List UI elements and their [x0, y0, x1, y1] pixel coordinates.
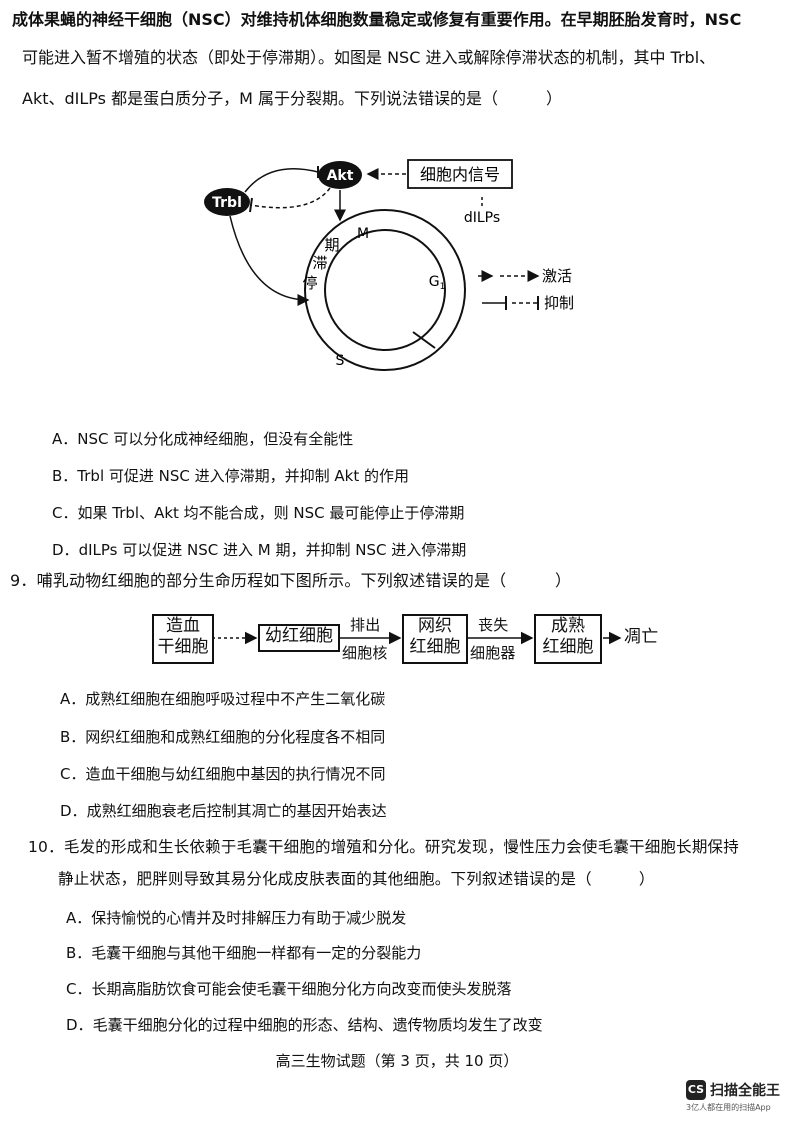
q8-option-c: C．如果 Trbl、Akt 均不能合成，则 NSC 最可能停止于停滞期: [52, 502, 464, 523]
flow-box-mature-rbc-line1: 成熟: [551, 616, 585, 636]
q8-option-b: B．Trbl 可促进 NSC 进入停滞期，并抑制 Akt 的作用: [52, 465, 409, 486]
flow-box-mature-rbc-line2: 红细胞: [542, 637, 594, 657]
nsc-cell-cycle-diagram: Akt Trbl 细胞内信号 dILPs 期 滞 停 M G1 S 激活: [204, 159, 574, 371]
flow-arrow-label-expel: 排出: [350, 616, 381, 634]
option-text: 成熟红细胞衰老后控制其凋亡的基因开始表达: [86, 802, 387, 820]
q8-intro-line-3: Akt、dILPs 都是蛋白质分子，M 属于分裂期。下列说法错误的是（ ）: [22, 89, 562, 108]
option-letter: B．: [66, 944, 92, 962]
page-footer: 高三生物试题（第 3 页，共 10 页）: [275, 1052, 519, 1070]
stall-char-3: 停: [302, 274, 317, 292]
q10-option-a: A．保持愉悦的心情并及时排解压力有助于减少脱发: [66, 907, 406, 928]
option-text: 保持愉悦的心情并及时排解压力有助于减少脱发: [91, 909, 407, 927]
scanner-watermark: CS 扫描全能王 3亿人都在用的扫描App: [686, 1080, 786, 1116]
option-letter: D．: [52, 541, 79, 559]
option-text: Trbl 可促进 NSC 进入停滞期，并抑制 Akt 的作用: [77, 467, 409, 485]
q10-option-c: C．长期高脂肪饮食可能会使毛囊干细胞分化方向改变而使头发脱落: [66, 978, 512, 999]
q9-option-a: A．成熟红细胞在细胞呼吸过程中不产生二氧化碳: [60, 688, 385, 709]
option-letter: C．: [52, 504, 78, 522]
q8-intro-line-2: 可能进入暂不增殖的状态（即处于停滞期）。如图是 NSC 进入或解除停滞状态的机制…: [22, 48, 716, 67]
flow-box-hsc-line1: 造血: [166, 616, 200, 636]
option-letter: A．: [60, 690, 86, 708]
option-letter: C．: [60, 765, 86, 783]
option-text: 成熟红细胞在细胞呼吸过程中不产生二氧化碳: [85, 690, 386, 708]
watermark-tagline: 3亿人都在用的扫描App: [686, 1103, 771, 1112]
signal-box-label: 细胞内信号: [420, 165, 500, 184]
option-text: 毛囊干细胞与其他干细胞一样都有一定的分裂能力: [91, 944, 422, 962]
q10-option-d: D．毛囊干细胞分化的过程中细胞的形态、结构、遗传物质均发生了改变: [66, 1014, 543, 1035]
option-letter: B．: [52, 467, 78, 485]
flow-box-reticulocyte-line2: 红细胞: [409, 637, 461, 657]
option-text: dILPs 可以促进 NSC 进入 M 期，并抑制 NSC 进入停滞期: [78, 541, 467, 559]
watermark-name: 扫描全能王: [710, 1083, 780, 1099]
flow-box-mature-rbc: 成熟 红细胞: [534, 614, 602, 664]
flow-box-proerythroblast: 幼红细胞: [258, 624, 340, 652]
camscanner-logo-icon: CS: [686, 1080, 706, 1100]
q10-option-b: B．毛囊干细胞与其他干细胞一样都有一定的分裂能力: [66, 942, 421, 963]
flow-box-hsc-line2: 干细胞: [157, 637, 209, 657]
option-letter: A．: [52, 430, 78, 448]
legend-activate-label: 激活: [542, 267, 572, 285]
akt-label: Akt: [327, 168, 354, 184]
flow-box-reticulocyte: 网织 红细胞: [402, 614, 468, 664]
q9-option-d: D．成熟红细胞衰老后控制其凋亡的基因开始表达: [60, 800, 387, 821]
option-letter: B．: [60, 728, 86, 746]
dilps-label: dILPs: [464, 210, 500, 226]
option-letter: D．: [60, 802, 87, 820]
trbl-node: [204, 188, 250, 216]
option-text: 造血干细胞与幼红细胞中基因的执行情况不同: [85, 765, 386, 783]
option-text: NSC 可以分化成神经细胞，但没有全能性: [77, 430, 354, 448]
option-letter: D．: [66, 1016, 93, 1034]
q8-option-d: D．dILPs 可以促进 NSC 进入 M 期，并抑制 NSC 进入停滞期: [52, 539, 466, 560]
option-text: 长期高脂肪饮食可能会使毛囊干细胞分化方向改变而使头发脱落: [91, 980, 512, 998]
option-text: 如果 Trbl、Akt 均不能合成，则 NSC 最可能停止于停滞期: [77, 504, 465, 522]
stall-char-1: 期: [324, 236, 339, 254]
flow-box-hsc: 造血 干细胞: [152, 614, 214, 664]
trbl-label: Trbl: [212, 195, 242, 211]
akt-node: [318, 161, 362, 189]
s-phase-label: S: [336, 353, 345, 369]
stall-char-2: 滞: [312, 254, 327, 272]
q10-stem-line-1: 10．毛发的形成和生长依赖于毛囊干细胞的增殖和分化。研究发现，慢性压力会使毛囊干…: [28, 838, 739, 856]
cycle-outer-ring: [304, 209, 466, 371]
flow-arrow-label-organelles: 细胞器: [470, 644, 516, 662]
option-text: 网织红细胞和成熟红细胞的分化程度各不相同: [85, 728, 386, 746]
option-text: 毛囊干细胞分化的过程中细胞的形态、结构、遗传物质均发生了改变: [92, 1016, 543, 1034]
q8-intro-line-1: 成体果蝇的神经干细胞（NSC）对维持机体细胞数量稳定或修复有重要作用。在早期胚胎…: [12, 10, 742, 29]
cycle-inner-ring: [324, 229, 446, 351]
flow-arrows: [212, 631, 622, 645]
flow-end-apoptosis: 凋亡: [624, 627, 659, 647]
g1-phase-label: G1: [429, 274, 446, 292]
option-letter: A．: [66, 909, 92, 927]
q9-stem: 9．哺乳动物红细胞的部分生命历程如下图所示。下列叙述错误的是（ ）: [10, 571, 572, 590]
q9-option-b: B．网织红细胞和成熟红细胞的分化程度各不相同: [60, 726, 385, 747]
option-letter: C．: [66, 980, 92, 998]
m-phase-label: M: [357, 226, 369, 242]
legend-inhibit-label: 抑制: [544, 294, 574, 312]
q8-option-a: A．NSC 可以分化成神经细胞，但没有全能性: [52, 428, 353, 449]
signal-box: [407, 159, 513, 189]
q10-stem-line-2: 静止状态，肥胖则导致其易分化成皮肤表面的其他细胞。下列叙述错误的是（ ）: [58, 870, 655, 888]
q9-option-c: C．造血干细胞与幼红细胞中基因的执行情况不同: [60, 763, 386, 784]
flow-box-reticulocyte-line1: 网织: [418, 616, 452, 636]
flow-arrow-label-lose: 丧失: [478, 616, 509, 634]
flow-arrow-label-nucleus: 细胞核: [342, 644, 388, 662]
